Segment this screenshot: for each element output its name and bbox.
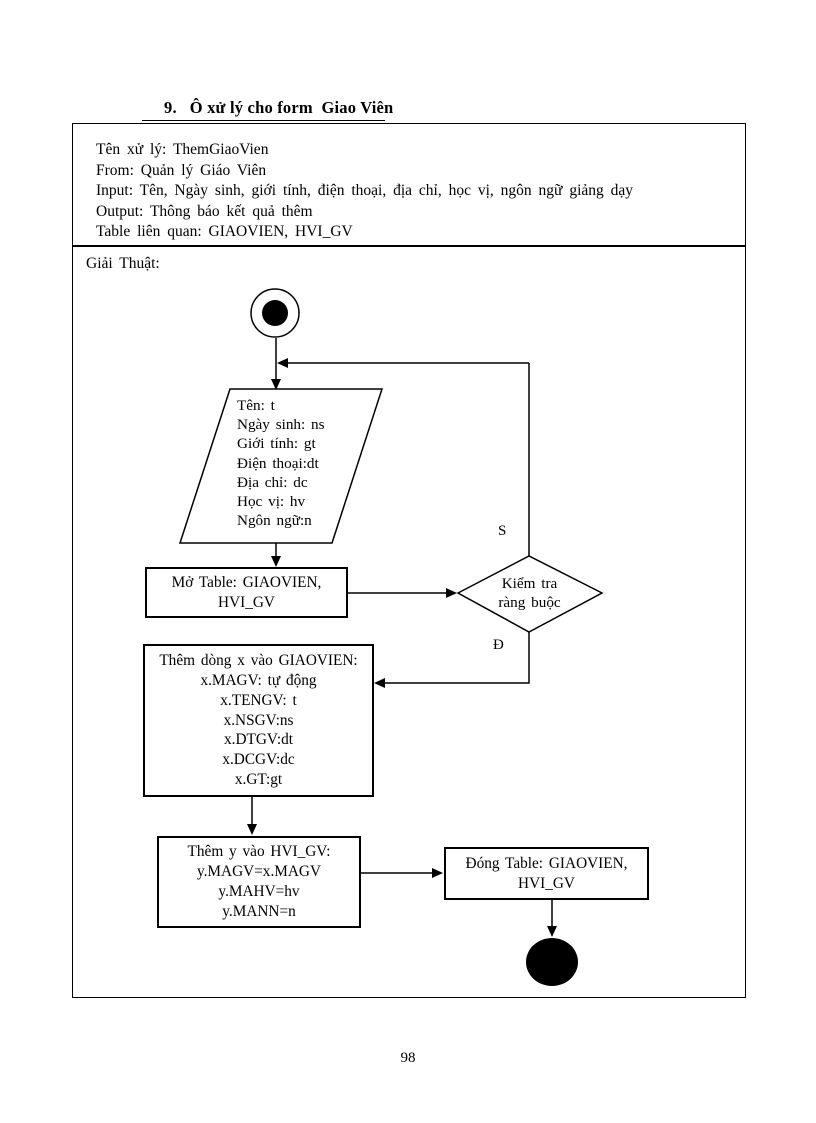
arrowhead-into-end — [547, 926, 557, 937]
close-table-line: Đóng Table: GIAOVIEN, — [465, 854, 628, 872]
input-line: Tên: t — [237, 397, 275, 414]
close-table-box: Đóng Table: GIAOVIEN, HVI_GV — [444, 847, 649, 900]
open-table-line: Mở Table: GIAOVIEN, — [171, 573, 322, 591]
info-line-tables: Table liên quan: GIAOVIEN, HVI_GV — [96, 223, 353, 240]
add-row-x-line: Thêm dòng x vào GIAOVIEN: — [159, 652, 358, 670]
decision-diamond-text: Kiểm tra ràng buộc — [464, 574, 595, 612]
add-row-x-line: x.GT:gt — [234, 770, 283, 788]
add-row-x-line: x.MAGV: tự động — [200, 672, 317, 689]
decision-line: ràng buộc — [498, 594, 561, 612]
arrowhead-into-input — [271, 379, 281, 390]
algorithm-label: Giải Thuật: — [86, 255, 160, 272]
algorithm-box — [72, 245, 746, 998]
input-line: Học vị: hv — [237, 493, 306, 511]
input-line: Điện thoại:dt — [237, 454, 319, 472]
add-row-x-line: x.NSGV:ns — [223, 711, 294, 729]
add-row-y-box: Thêm y vào HVI_GV: y.MAGV=x.MAGV y.MAHV=… — [157, 836, 361, 928]
arrowhead-into-addrowy — [247, 824, 257, 835]
info-line-output: Output: Thông báo kết quả thêm — [96, 202, 313, 220]
branch-label-true: Đ — [493, 637, 504, 653]
input-line: Giới tính: gt — [237, 435, 316, 453]
input-parallelogram-text: Tên: t Ngày sinh: ns Giới tính: gt Điện … — [237, 396, 382, 530]
open-table-line: HVI_GV — [218, 593, 275, 611]
open-table-box: Mở Table: GIAOVIEN, HVI_GV — [145, 567, 348, 618]
add-row-x-line: x.TENGV: t — [220, 691, 297, 709]
input-parallelogram-shape — [178, 388, 384, 544]
end-node-circle — [526, 938, 578, 986]
add-row-x-line: x.DTGV:dt — [224, 731, 293, 749]
add-row-y-line: y.MAHV=hv — [218, 883, 300, 900]
page-number: 98 — [400, 1050, 416, 1066]
add-row-x-line: x.DCGV:dc — [222, 751, 295, 769]
start-node-inner-dot — [262, 300, 288, 326]
arrowhead-into-addrowx — [374, 678, 385, 688]
arrowhead-loop-merge — [277, 358, 288, 368]
info-line-input: Input: Tên, Ngày sinh, giới tính, điện t… — [96, 182, 634, 199]
input-line: Ngôn ngữ:n — [237, 512, 312, 530]
process-info-box: Tên xử lý: ThemGiaoVien From: Quản lý Gi… — [72, 123, 746, 247]
decision-line: Kiểm tra — [501, 575, 558, 592]
arrowhead-into-open — [271, 556, 281, 567]
info-line-name: Tên xử lý: ThemGiaoVien — [96, 141, 269, 158]
section-heading: 9. Ô xử lý cho form Giao Viên — [142, 98, 393, 121]
branch-label-false: S — [498, 523, 507, 539]
input-line: Địa chỉ: dc — [237, 473, 308, 491]
add-row-y-line: Thêm y vào HVI_GV: — [187, 843, 331, 861]
input-line: Ngày sinh: ns — [237, 416, 325, 434]
info-line-from: From: Quản lý Giáo Viên — [96, 161, 267, 179]
add-row-y-line: y.MAGV=x.MAGV — [196, 863, 322, 881]
connector-decision-to-addrow — [384, 632, 530, 684]
arrowhead-into-close — [432, 868, 443, 878]
add-row-y-line: y.MANN=n — [222, 902, 296, 920]
arrowhead-into-decision — [446, 588, 457, 598]
close-table-line: HVI_GV — [518, 874, 575, 892]
add-row-x-box: Thêm dòng x vào GIAOVIEN: x.MAGV: tự độn… — [143, 644, 374, 797]
decision-diamond-shape — [456, 555, 604, 633]
